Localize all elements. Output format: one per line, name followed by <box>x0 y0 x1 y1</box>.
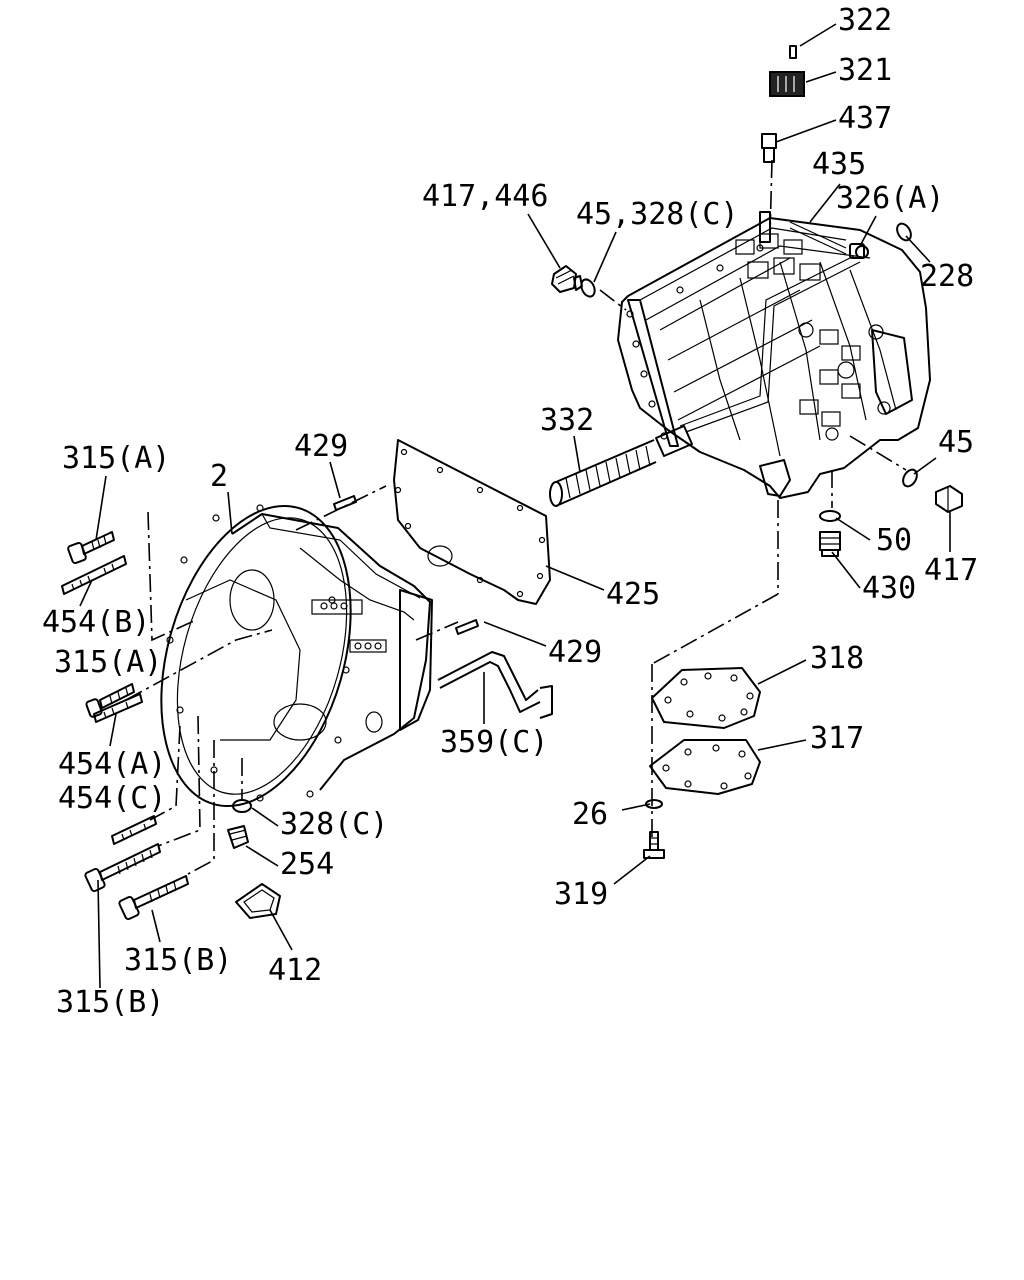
part-429-dowel-mid <box>455 619 479 635</box>
leader-lines <box>79 23 951 989</box>
callout-417-446: 417,446 <box>422 179 548 214</box>
callout-359c: 359(C) <box>440 725 548 760</box>
callout-45-328c: 45,328(C) <box>576 197 739 232</box>
part-417-446-plug <box>551 265 583 293</box>
part-328c-washer <box>232 799 252 813</box>
part-412-gasket <box>235 883 281 919</box>
part-50-washer <box>819 510 841 522</box>
callout-430: 430 <box>862 571 916 606</box>
callout-435: 435 <box>812 147 866 182</box>
part-319-bolt <box>643 831 665 859</box>
callout-425: 425 <box>606 577 660 612</box>
callout-228: 228 <box>920 259 974 294</box>
part-317-cover <box>649 739 761 795</box>
part-417-plug <box>935 485 963 513</box>
part-322-pin <box>789 45 797 59</box>
part-26-washer <box>645 799 663 809</box>
callout-315a-top: 315(A) <box>62 441 170 476</box>
callout-412: 412 <box>268 953 322 988</box>
callout-454a: 454(A) <box>58 747 166 782</box>
callout-454c: 454(C) <box>58 781 166 816</box>
part-359c-hose <box>437 651 553 719</box>
part-321-plate <box>769 71 805 97</box>
callout-2: 2 <box>210 459 228 494</box>
part-228-oring <box>896 222 912 242</box>
callout-322: 322 <box>838 3 892 38</box>
callout-454b: 454(B) <box>42 605 150 640</box>
callout-437: 437 <box>838 101 892 136</box>
part-454a-stud <box>93 693 143 723</box>
callout-429-top: 429 <box>294 429 348 464</box>
part-315a-bolt-top <box>67 531 115 565</box>
part-transmission-case-rear <box>617 211 931 499</box>
part-45-washer <box>902 468 918 488</box>
part-332-spring <box>549 425 693 507</box>
callout-319: 319 <box>554 877 608 912</box>
part-318-gasket <box>651 667 761 729</box>
part-454c-stud <box>111 815 157 845</box>
callout-332: 332 <box>540 403 594 438</box>
callout-45: 45 <box>938 425 974 460</box>
part-254-plug <box>227 825 249 849</box>
callout-26: 26 <box>572 797 608 832</box>
part-45-328c-washer <box>580 278 596 298</box>
center-lines <box>125 159 907 875</box>
callout-429-mid: 429 <box>548 635 602 670</box>
callout-328c: 328(C) <box>280 807 388 842</box>
part-315a-bolt-mid <box>85 683 135 718</box>
part-326a-plug <box>849 243 865 259</box>
callout-50: 50 <box>876 523 912 558</box>
part-2-clutch-housing <box>160 504 433 808</box>
callout-315b-mid: 315(B) <box>124 943 232 978</box>
callout-labels: 322 321 437 435 326(A) 228 417,446 45,32… <box>42 3 978 1020</box>
part-437-switch <box>761 133 777 163</box>
callout-254: 254 <box>280 847 334 882</box>
callout-417: 417 <box>924 553 978 588</box>
part-429-dowel-top <box>333 495 357 511</box>
callout-315a-mid: 315(A) <box>54 645 162 680</box>
part-315b-bolt-long <box>84 843 161 893</box>
callout-317: 317 <box>810 721 864 756</box>
callout-315b-low: 315(B) <box>56 985 164 1020</box>
callout-321: 321 <box>838 53 892 88</box>
callout-326a: 326(A) <box>836 181 944 216</box>
part-435-rod <box>789 221 847 255</box>
callout-318: 318 <box>810 641 864 676</box>
part-454b-stud <box>61 555 127 595</box>
part-315b-bolt-short <box>118 875 189 921</box>
part-425-gasket <box>393 439 551 605</box>
part-430-plug <box>819 531 841 557</box>
